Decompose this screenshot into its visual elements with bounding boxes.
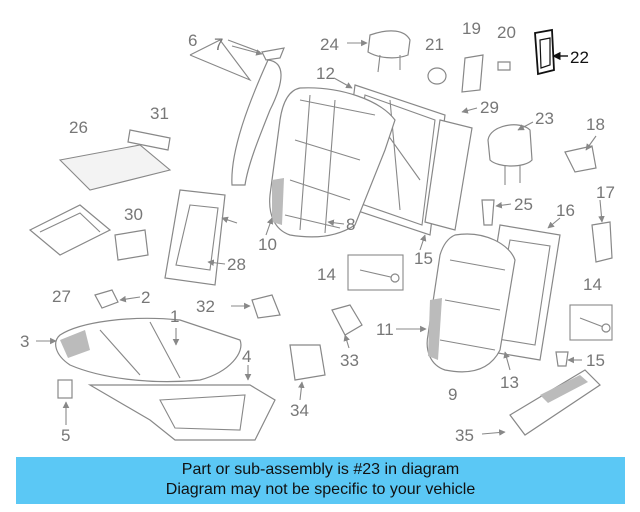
- callout-22: 21: [425, 35, 444, 54]
- part-26-guide: [481, 199, 495, 226]
- part-20-bracket: [461, 54, 484, 93]
- callout-16: 15: [414, 249, 433, 268]
- callout-4: 4: [242, 347, 251, 366]
- part-28-frame: [28, 204, 112, 256]
- info-banner: Part or sub-assembly is #23 in diagram D…: [16, 457, 625, 504]
- parts-diagram: 6 7 24 12 19 20 21 22 29 23 31 26 18 17 …: [20, 19, 615, 445]
- part-6-side-bolster: [189, 39, 282, 186]
- callout-19: 18: [586, 115, 605, 134]
- callout-9: 9: [448, 385, 457, 404]
- callout-21: 20: [497, 23, 516, 42]
- part-23-cover-highlighted: [534, 28, 555, 76]
- banner-line-1: Part or sub-assembly is #23 in diagram: [181, 461, 460, 478]
- callout-leaders: [36, 39, 605, 436]
- callout-31: 30: [124, 205, 143, 224]
- part-25-headrest: [367, 30, 411, 73]
- part-30-back-panel: [424, 119, 473, 231]
- part-14-bolt-kit-left: [347, 254, 404, 291]
- callout-12: 12: [316, 64, 335, 83]
- callout-10: 10: [258, 235, 277, 254]
- part-18-bracket: [591, 221, 613, 263]
- part-33-bracket: [251, 294, 281, 319]
- part-31-cover: [114, 229, 149, 261]
- part-34-bracket: [331, 304, 363, 336]
- part-15-clip: [555, 351, 569, 367]
- callout-26: 25: [514, 195, 533, 214]
- callout-18: 17: [596, 183, 615, 202]
- callout-35: 34: [290, 401, 309, 420]
- callout-17: 16: [556, 201, 575, 220]
- callout-14-right: 14: [583, 275, 602, 294]
- part-4-seat-frame: [87, 384, 276, 441]
- part-22-cap: [427, 67, 447, 85]
- part-2-clip: [94, 289, 119, 309]
- part-24-headrest: [487, 124, 533, 185]
- part-32-label: [127, 129, 171, 151]
- callout-6: 6: [188, 31, 197, 50]
- callout-7: 7: [214, 35, 223, 54]
- callout-28: 27: [52, 287, 71, 306]
- part-14-bolt-kit-right: [569, 304, 613, 341]
- callout-labels: 6 7 24 12 19 20 21 22 29 23 31 26 18 17 …: [20, 19, 615, 445]
- callout-34: 33: [340, 351, 359, 370]
- part-7-clip: [261, 47, 285, 61]
- callout-23: 22: [570, 48, 589, 67]
- callout-20: 19: [462, 19, 481, 38]
- part-5-clip: [57, 379, 73, 399]
- callout-1: 1: [170, 307, 179, 326]
- part-9-right-cushion: [426, 233, 516, 373]
- callout-3: 3: [20, 332, 29, 351]
- part-19-latch: [564, 145, 597, 173]
- callout-33: 32: [196, 297, 215, 316]
- part-8-seatback-cushion: [269, 87, 396, 238]
- callout-30: 29: [480, 98, 499, 117]
- part-3-seat-cushion: [55, 317, 242, 383]
- banner-line-2: Diagram may not be specific to your vehi…: [165, 481, 476, 498]
- callout-32: 31: [150, 104, 169, 123]
- part-29-backrest-frame: [164, 189, 226, 286]
- callout-15: 15: [586, 351, 605, 370]
- part-36-armrest: [509, 369, 601, 436]
- callout-29: 28: [227, 255, 246, 274]
- callout-24: 23: [535, 109, 554, 128]
- callout-13: 13: [500, 373, 519, 392]
- callout-2: 2: [141, 288, 150, 307]
- part-27-cushion-pad: [58, 144, 172, 191]
- callout-25: 24: [320, 35, 339, 54]
- callout-8: 8: [346, 215, 355, 234]
- callout-5: 5: [61, 426, 70, 445]
- callout-36: 35: [455, 426, 474, 445]
- callout-27: 26: [69, 118, 88, 137]
- part-35-bracket: [289, 344, 326, 381]
- part-21-screw: [497, 61, 511, 71]
- callout-11: 11: [376, 320, 394, 339]
- callout-14-left: 14: [317, 265, 336, 284]
